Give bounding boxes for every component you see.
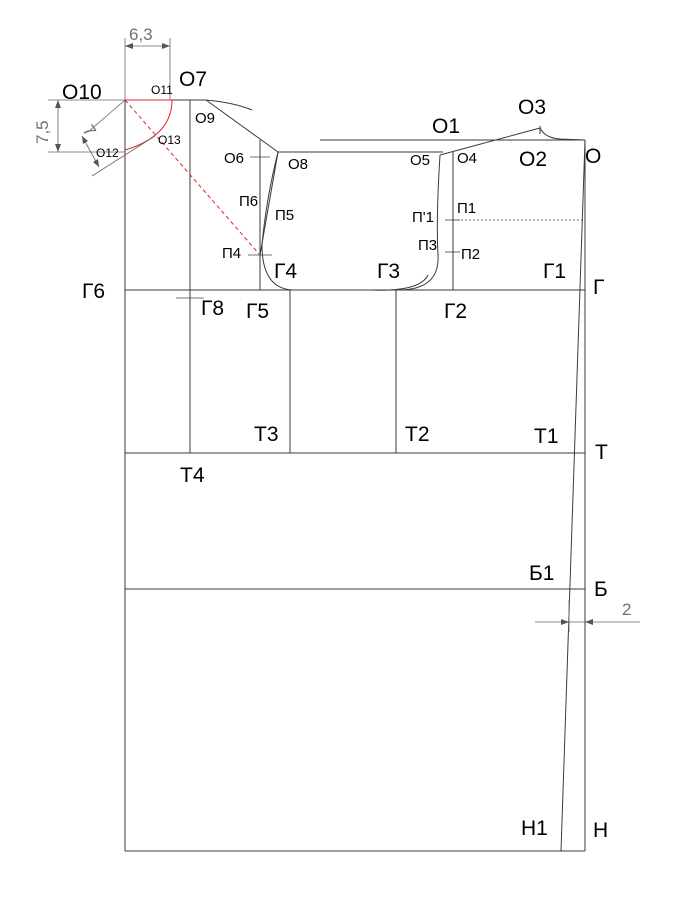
label-b1: Б1 [529, 562, 554, 585]
pattern-curves [190, 99, 586, 291]
label-o6: О6 [224, 150, 244, 167]
label-o13: О13 [158, 133, 181, 147]
dimension-neck-depth: 7,5 [33, 99, 125, 153]
label-o4: О4 [457, 150, 477, 167]
label-t2: Т2 [405, 423, 430, 446]
back-neck-red-curve [124, 99, 173, 151]
dim-side-offset: 2 [622, 600, 631, 619]
label-g8: Г8 [201, 297, 224, 320]
label-t1: Т1 [534, 425, 559, 448]
label-o10: О10 [62, 81, 102, 104]
label-o3: О3 [518, 96, 546, 119]
label-p1: П1 [457, 200, 476, 217]
label-p1-prime: П'1 [412, 209, 434, 226]
front-neck-curve [539, 127, 586, 141]
front-shoulder-line [439, 127, 541, 156]
dimension-side-offset: 2 [535, 600, 640, 632]
dim-neck-diag: 7 [79, 121, 100, 140]
label-p2: П2 [461, 246, 480, 263]
arrow-bottom [55, 144, 61, 152]
back-neckline [124, 99, 261, 256]
back-shoulder-curve [190, 99, 253, 111]
label-o: О [585, 145, 601, 168]
label-h1: Н1 [521, 817, 548, 840]
label-o7: О7 [179, 68, 207, 91]
label-o9: О9 [195, 110, 215, 127]
point-labels: О10 О11 О7 О9 О12 О13 О1 О3 О2 О О6 О8 О… [62, 68, 608, 842]
dim-neck-width: 6,3 [129, 25, 153, 44]
label-p4: П4 [222, 245, 241, 262]
tick-marks [176, 156, 460, 299]
label-g4: Г4 [274, 260, 297, 283]
label-g2: Г2 [444, 300, 467, 323]
arrow-right [162, 43, 170, 49]
back-armhole-guide [259, 151, 279, 256]
label-o2: О2 [519, 148, 547, 171]
label-t4: Т4 [180, 464, 205, 487]
label-h: Н [593, 819, 608, 842]
arrow-diag-top [82, 136, 88, 144]
label-t3: Т3 [254, 423, 279, 446]
dim-diag-ext1 [87, 99, 126, 133]
arrow-in-right [585, 619, 593, 625]
label-g3: Г3 [377, 260, 400, 283]
label-g5: Г5 [246, 300, 269, 323]
construction-lines [124, 99, 586, 852]
red-dashed-diagonal [124, 99, 261, 256]
dimension-neck-diag: 7 [79, 99, 156, 177]
dimension-neck-width: 6,3 [124, 25, 171, 100]
label-o11: О11 [151, 83, 173, 97]
armhole-bottom-curve-g3 [369, 274, 429, 291]
label-g: Г [593, 276, 604, 299]
label-p3: П3 [418, 237, 437, 254]
label-p6: П6 [239, 193, 258, 210]
label-p5: П5 [275, 207, 294, 224]
label-g6: Г6 [82, 280, 105, 303]
dim-diag-ext2 [91, 135, 156, 177]
arrow-left [125, 43, 133, 49]
arrow-top [55, 100, 61, 108]
label-g1: Г1 [543, 260, 566, 283]
label-b: Б [594, 578, 608, 601]
arrow-diag-bottom [93, 159, 99, 167]
front-armhole-curve [397, 154, 441, 291]
dim-neck-depth: 7,5 [33, 120, 52, 144]
back-shoulder-line [205, 99, 279, 153]
center-front-slant [560, 139, 586, 852]
label-o5: О5 [410, 152, 430, 169]
label-o1: О1 [432, 115, 460, 138]
label-o12: О12 [96, 146, 119, 160]
label-o8: О8 [288, 156, 308, 173]
arrow-in-left [561, 619, 569, 625]
label-t: Т [595, 441, 608, 464]
